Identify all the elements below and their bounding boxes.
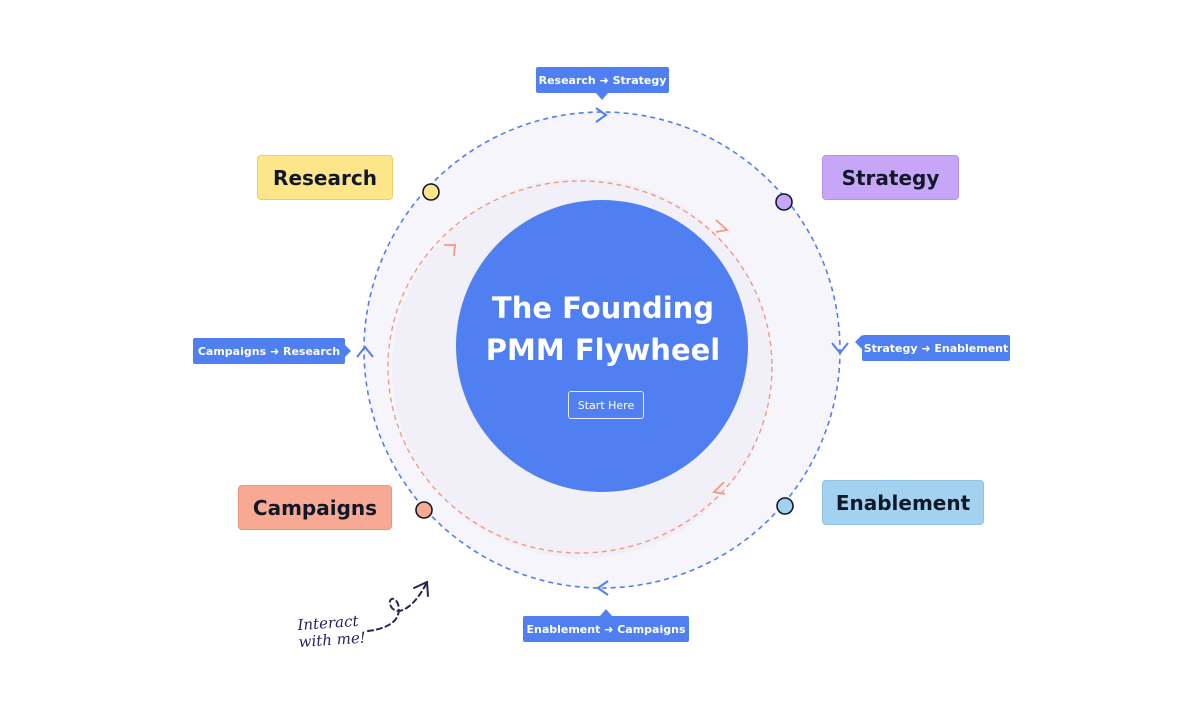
stage-research[interactable]: Research <box>257 155 393 200</box>
title-line: The Founding <box>491 291 715 325</box>
title-line: PMM Flywheel <box>485 333 721 367</box>
tag-pointer <box>596 93 608 100</box>
center-circle <box>456 200 748 492</box>
chevron-down-icon <box>831 342 849 355</box>
campaigns-node-dot[interactable] <box>415 501 433 519</box>
arrow-head-icon <box>413 580 429 597</box>
inner-dashed-loop <box>387 180 773 554</box>
tag-pointer <box>855 335 862 349</box>
interact-hint: Interact with me! <box>297 611 389 651</box>
tag-pointer <box>345 345 351 357</box>
strategy-node-dot[interactable] <box>775 193 793 211</box>
outer-dashed-loop <box>363 111 841 589</box>
research-node-dot[interactable] <box>422 183 440 201</box>
stage-campaigns[interactable]: Campaigns <box>238 485 392 530</box>
transition-campaigns-research[interactable]: Campaigns ➜ Research <box>193 338 345 364</box>
hint-arrow-icon <box>367 583 427 632</box>
enablement-node-dot[interactable] <box>776 497 794 515</box>
chevron-down-left-icon <box>712 481 726 495</box>
chevron-right-icon <box>595 107 608 123</box>
chevron-down-right-icon <box>715 219 729 233</box>
chevron-up-right-icon <box>444 244 456 257</box>
chevron-left-icon <box>596 580 609 596</box>
stage-strategy[interactable]: Strategy <box>822 155 959 200</box>
transition-research-strategy[interactable]: Research ➜ Strategy <box>536 67 669 93</box>
start-here-button[interactable]: Start Here <box>568 391 644 419</box>
transition-enablement-campaigns[interactable]: Enablement ➜ Campaigns <box>523 616 689 642</box>
stage-enablement[interactable]: Enablement <box>822 480 984 525</box>
tag-pointer <box>600 609 612 616</box>
transition-strategy-enablement[interactable]: Strategy ➜ Enablement <box>862 335 1010 361</box>
chevron-up-icon <box>356 345 374 358</box>
flywheel-title: The Founding PMM Flywheel <box>459 287 747 371</box>
